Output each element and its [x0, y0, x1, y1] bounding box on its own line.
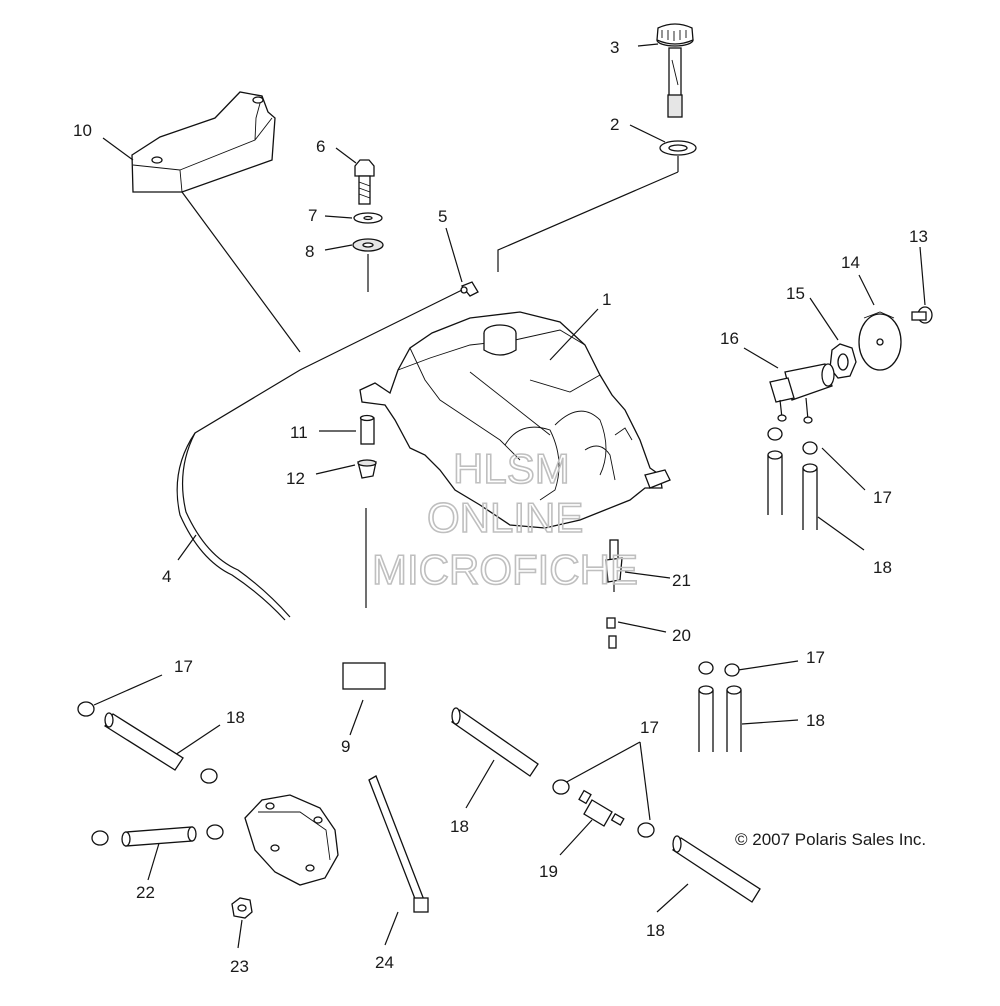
callout-22: 22 — [136, 883, 155, 902]
callout-15: 15 — [786, 284, 805, 303]
callout-8: 8 — [305, 242, 314, 261]
part-17-clamp-left — [77, 701, 224, 846]
callout-17-a: 17 — [873, 488, 892, 507]
callout-14: 14 — [841, 253, 860, 272]
part-17-clamp-right-upper — [767, 427, 818, 455]
watermark-line-1: HLSM — [453, 445, 570, 492]
callout-11: 11 — [290, 423, 308, 442]
part-1-fuel-tank — [359, 311, 671, 529]
callout-18-e: 18 — [646, 921, 665, 940]
callout-3: 3 — [610, 38, 619, 57]
callout-20: 20 — [672, 626, 691, 645]
callout-16: 16 — [720, 329, 739, 348]
callout-7: 7 — [308, 206, 317, 225]
callout-1: 1 — [602, 290, 611, 309]
callout-21: 21 — [672, 571, 691, 590]
callout-13: 13 — [909, 227, 928, 246]
callout-17-c: 17 — [806, 648, 825, 667]
watermark-line-3: MICROFICHE — [372, 546, 638, 593]
part-16-fuel-pump — [769, 363, 835, 424]
part-18-hose-left — [104, 712, 184, 771]
part-19-inline-filter — [578, 789, 625, 827]
part-4-vent-line — [176, 289, 463, 621]
part-15-nut — [829, 343, 857, 379]
part-11-spacer — [359, 414, 375, 445]
callout-labels: 1 2 3 4 5 6 7 8 9 10 11 12 13 14 15 16 1… — [73, 38, 928, 976]
watermark: HLSM ONLINE MICROFICHE — [371, 444, 639, 594]
part-18-hose-center-right — [672, 835, 761, 903]
callout-18-b: 18 — [226, 708, 245, 727]
callout-12: 12 — [286, 469, 305, 488]
part-6-bolt — [354, 159, 375, 205]
callout-17-d: 17 — [640, 718, 659, 737]
part-17-clamp-right-lower — [698, 661, 740, 677]
part-18-hose-right-upper — [767, 450, 818, 530]
part-3-fuel-cap — [656, 23, 694, 118]
part-14-cover-plate — [858, 311, 902, 371]
callout-4: 4 — [162, 567, 171, 586]
callout-24: 24 — [375, 953, 394, 972]
callout-19: 19 — [539, 862, 558, 881]
part-2-gasket — [659, 140, 697, 156]
callout-6: 6 — [316, 137, 325, 156]
fuel-filter-housing — [244, 794, 339, 886]
part-13-screw — [911, 306, 933, 324]
part-12-grommet — [357, 459, 377, 479]
callout-10: 10 — [73, 121, 92, 140]
part-9-label — [342, 662, 386, 690]
part-5-vent-fitting — [460, 281, 479, 297]
leader-lines — [93, 43, 926, 949]
callout-5: 5 — [438, 207, 447, 226]
callout-18-d: 18 — [450, 817, 469, 836]
part-8-washer — [352, 238, 384, 292]
part-22-hose — [121, 826, 197, 847]
copyright-notice: © 2007 Polaris Sales Inc. — [735, 830, 926, 849]
part-18-hose-right-lower — [698, 685, 742, 752]
part-10-mount-block — [131, 91, 276, 193]
part-18-hose-center — [451, 707, 539, 777]
part-7-washer — [353, 212, 383, 224]
callout-17-b: 17 — [174, 657, 193, 676]
callout-18-a: 18 — [873, 558, 892, 577]
part-20-fitting — [606, 617, 617, 649]
part-17-clamp-center — [552, 779, 655, 838]
part-21-petcock — [605, 539, 623, 592]
part-24-cable-tie — [368, 775, 429, 913]
watermark-line-2: ONLINE — [427, 494, 583, 541]
callout-2: 2 — [610, 115, 619, 134]
callout-18-c: 18 — [806, 711, 825, 730]
callout-9: 9 — [341, 737, 350, 756]
callout-23: 23 — [230, 957, 249, 976]
part-23-nut — [231, 897, 253, 919]
